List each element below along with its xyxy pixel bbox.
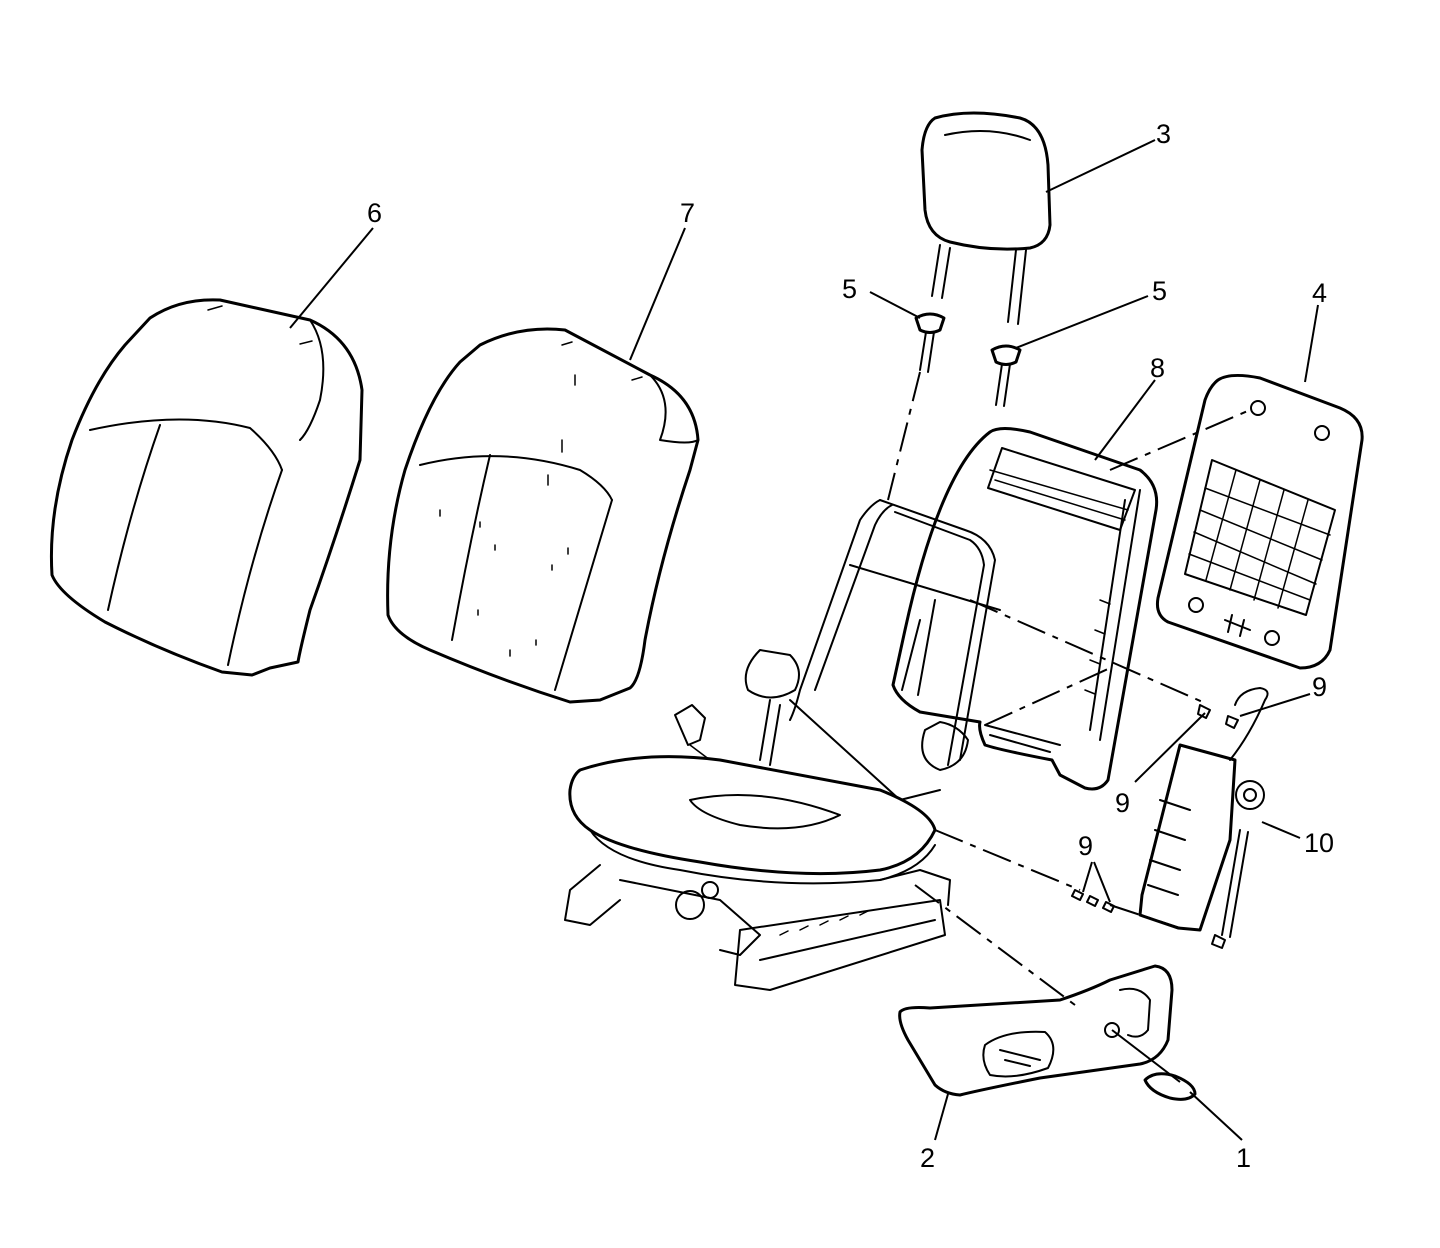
recliner-mechanism-10 [1138, 687, 1269, 949]
callout-9b: 9 [1115, 788, 1130, 818]
callout-2: 2 [920, 1143, 935, 1173]
seat-back-cover-6 [49, 298, 364, 677]
callout-labels: 1 2 3 4 5 5 6 7 8 9 9 9 10 [367, 119, 1334, 1173]
seat-cushion [568, 755, 937, 885]
callout-10: 10 [1304, 828, 1334, 858]
callout-6: 6 [367, 198, 382, 228]
callout-5a: 5 [842, 274, 857, 304]
adjuster-knob-1 [1143, 1072, 1197, 1101]
callout-1: 1 [1236, 1143, 1251, 1173]
callout-9c: 9 [1078, 831, 1093, 861]
seat-back-panel-4 [1156, 373, 1364, 670]
seat-back-frame-8 [891, 427, 1159, 791]
leader-lines [289, 139, 1319, 1141]
callout-9a: 9 [1312, 672, 1327, 702]
seat-adjuster-base [564, 864, 951, 991]
callout-8: 8 [1150, 353, 1165, 383]
callout-4: 4 [1312, 278, 1327, 308]
seat-side-panel-2 [898, 964, 1174, 1097]
assembly-lines [887, 371, 1251, 1006]
head-restraint-3 [920, 111, 1052, 325]
seat-back-pad-7 [386, 327, 700, 704]
callout-7: 7 [680, 198, 695, 228]
callout-3: 3 [1156, 119, 1171, 149]
head-restraint-guide-5b [990, 344, 1022, 407]
callout-5b: 5 [1152, 276, 1167, 306]
head-restraint-guide-5a [914, 312, 946, 373]
